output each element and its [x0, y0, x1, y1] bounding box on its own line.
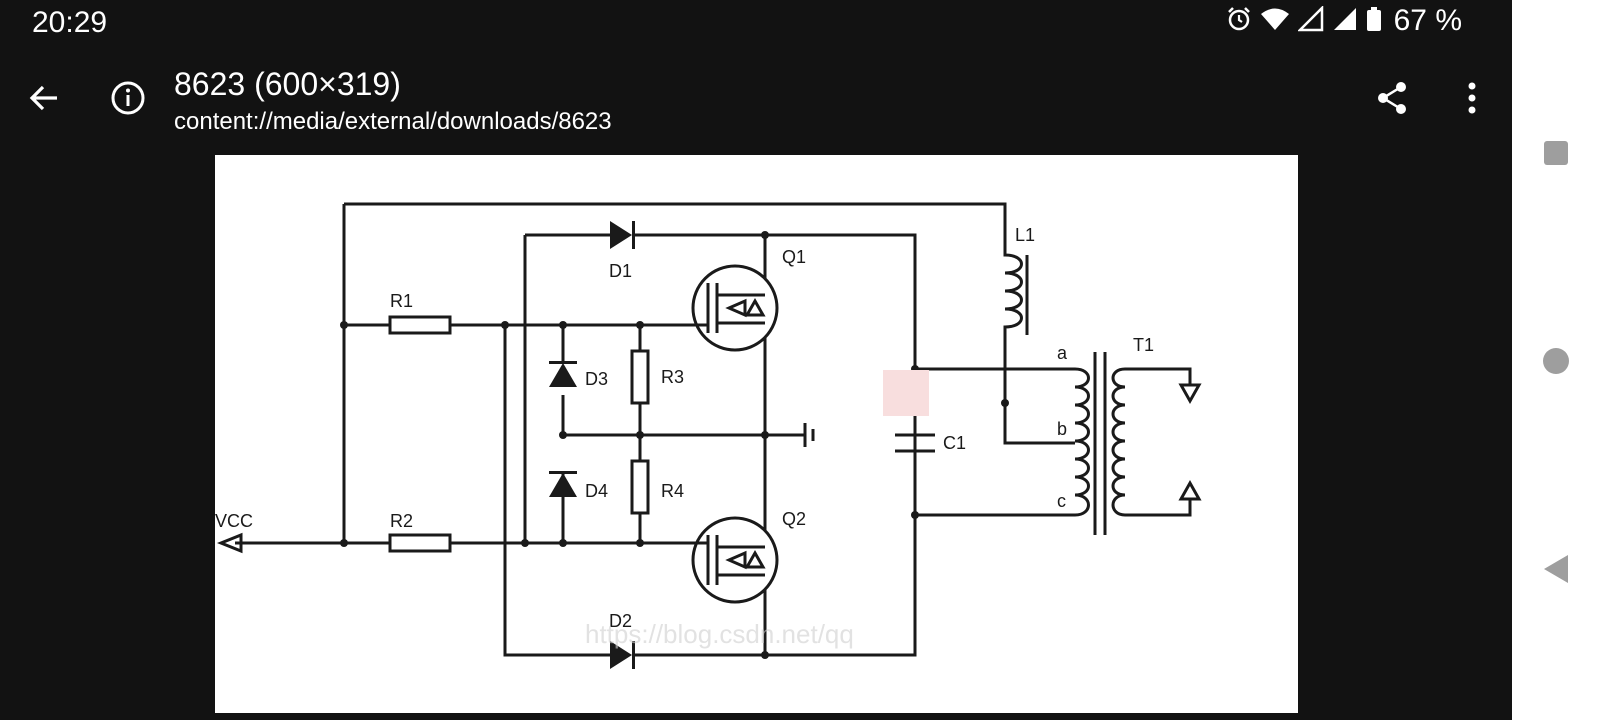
- tap-b-label: b: [1057, 419, 1067, 439]
- r1-label: R1: [390, 291, 413, 311]
- circuit-schematic: VCC R1 R2 R3 R4 D1 D2 D3 D4 Q1 Q2 C1 L1 …: [215, 202, 1202, 669]
- d3-label: D3: [585, 369, 608, 389]
- system-nav-bar: [1512, 0, 1600, 720]
- battery-percentage: 67 %: [1393, 4, 1462, 37]
- image-view[interactable]: VCC R1 R2 R3 R4 D1 D2 D3 D4 Q1 Q2 C1 L1 …: [215, 155, 1298, 713]
- r4-label: R4: [661, 481, 684, 501]
- recents-icon[interactable]: [1512, 136, 1600, 170]
- r2-label: R2: [390, 511, 413, 531]
- watermark-text: https://blog.csdn.net/qq: [585, 619, 854, 649]
- image-uri: content://media/external/downloads/8623: [174, 108, 612, 135]
- viewer-screen: 20:29 67 % 8623 (600×319) content://medi…: [0, 0, 1512, 720]
- q2-label: Q2: [782, 509, 806, 529]
- d1-label: D1: [609, 261, 632, 281]
- q1-label: Q1: [782, 247, 806, 267]
- arrow-left-icon[interactable]: [24, 78, 64, 118]
- signal-icon: [1296, 4, 1324, 37]
- d4-label: D4: [585, 481, 608, 501]
- battery-icon: [1366, 6, 1382, 37]
- r3-label: R3: [661, 367, 684, 387]
- more-vert-icon[interactable]: [1452, 78, 1492, 118]
- share-icon[interactable]: [1372, 78, 1412, 118]
- tap-c-label: c: [1057, 491, 1066, 511]
- d2-label: D2: [609, 611, 632, 631]
- back-nav-icon[interactable]: [1512, 552, 1600, 586]
- wifi-icon: [1260, 6, 1290, 37]
- c1-label: C1: [943, 433, 966, 453]
- status-time: 20:29: [32, 6, 108, 39]
- alarm-icon: [1226, 6, 1252, 37]
- tap-a-label: a: [1057, 343, 1068, 363]
- t1-label: T1: [1133, 335, 1154, 355]
- status-icons: 67 %: [1226, 4, 1462, 38]
- l1-label: L1: [1015, 225, 1035, 245]
- home-icon[interactable]: [1512, 344, 1600, 378]
- vcc-label: VCC: [215, 511, 253, 531]
- signal-icon: [1332, 6, 1358, 37]
- info-icon[interactable]: [108, 78, 148, 118]
- image-title: 8623 (600×319): [174, 66, 401, 102]
